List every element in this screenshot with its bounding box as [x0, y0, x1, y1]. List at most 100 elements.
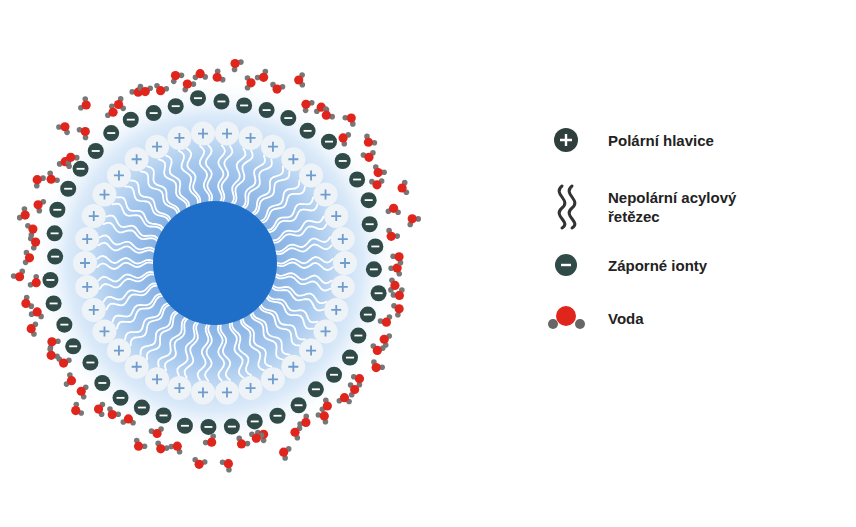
oxygen-atom [25, 253, 34, 262]
plus-sign [114, 170, 124, 180]
oxygen-atom [355, 374, 364, 383]
minus-sign [251, 421, 259, 423]
water-molecule [236, 436, 250, 449]
polar-head [331, 275, 355, 299]
acyl-tail [275, 262, 333, 270]
oxygen-atom [252, 434, 261, 443]
acyl-tail [260, 303, 305, 340]
acyl-tail [97, 256, 155, 264]
oxygen-atom [108, 108, 117, 117]
negative-ion [291, 397, 307, 413]
water-molecule [364, 134, 377, 147]
acyl-tail [113, 294, 164, 322]
oxygen-atom [67, 376, 76, 385]
oxygen-atom [141, 87, 150, 96]
oxygen-atom [347, 114, 356, 123]
acyl-tail [266, 296, 314, 329]
oxygen-atom [395, 304, 404, 313]
water-molecule [134, 438, 147, 451]
polar-head [145, 135, 169, 159]
water-molecule [121, 414, 136, 425]
negative-ion [47, 249, 63, 265]
negative-ion [134, 400, 150, 416]
water-molecule [77, 127, 90, 140]
minus-sign [325, 141, 333, 143]
negative-ion [49, 202, 65, 218]
negative-ion [270, 408, 286, 424]
minus-sign [339, 160, 347, 162]
minus-sign [46, 279, 54, 281]
plus-sign [80, 258, 90, 268]
water-molecule [155, 441, 169, 454]
negative-ion [190, 90, 206, 106]
polar-head [239, 126, 263, 150]
oxygen-atom [21, 299, 30, 308]
minus-sign [127, 119, 135, 121]
legend-ion-text: Záporné ionty [608, 256, 778, 275]
water-molecule [138, 85, 153, 96]
water-molecule [398, 180, 410, 195]
minus-sign [304, 130, 312, 132]
water-molecule [192, 457, 207, 469]
polar-head [331, 227, 355, 251]
oxygen-atom [398, 183, 407, 192]
minus-sign [375, 292, 383, 294]
minus-sign [107, 132, 115, 134]
acyl-tail [159, 159, 188, 210]
minus-sign [354, 335, 362, 337]
legend-tail-text: Nepolární acylový řetězec [608, 188, 778, 226]
plus-sign [152, 142, 162, 152]
negative-ion [247, 413, 263, 429]
acyl-tail [98, 272, 156, 282]
oxygen-atom [32, 278, 41, 287]
oxygen-atom [294, 75, 303, 84]
water-molecule [342, 114, 355, 127]
acyl-tail [206, 145, 213, 203]
water-molecule [371, 343, 386, 355]
plus-sign [82, 282, 92, 292]
water-molecule [255, 69, 268, 82]
polar-head [314, 183, 338, 207]
polar-head [261, 135, 285, 159]
water-molecule [391, 287, 405, 300]
water-molecule [29, 307, 44, 319]
plus-sign [89, 211, 99, 221]
polar-head [167, 126, 191, 150]
minus-sign [51, 256, 59, 258]
water-molecule [388, 264, 402, 277]
micelle-core [153, 201, 277, 325]
plus-sign [340, 258, 350, 268]
negative-ion [177, 418, 193, 434]
negative-ion [371, 285, 387, 301]
water-molecule [301, 100, 314, 113]
minus-sign [364, 314, 372, 316]
oxygen-atom [156, 86, 165, 95]
oxygen-atom [47, 337, 56, 346]
water-molecule [290, 425, 302, 440]
water-molecule [47, 171, 60, 184]
negative-ion [361, 192, 377, 208]
oxygen-atom [21, 210, 30, 219]
negative-ion [360, 307, 376, 323]
negative-ion [123, 112, 139, 128]
acyl-tail [250, 166, 283, 214]
plus-sign [132, 154, 142, 164]
negative-ion [47, 225, 63, 241]
plus-sign [306, 170, 316, 180]
minus-sign [69, 345, 77, 347]
polar-head [299, 339, 323, 363]
polar-head [167, 376, 191, 400]
polar-head [82, 204, 106, 228]
negative-ion [168, 98, 184, 114]
negative-ion [46, 295, 62, 311]
minus-sign [263, 109, 271, 111]
oxygen-atom [156, 444, 165, 453]
negative-ion [60, 181, 76, 197]
oxygen-atom [77, 387, 86, 396]
oxygen-atom [71, 406, 80, 415]
plus-sign [288, 154, 298, 164]
negative-ion [42, 272, 58, 288]
acyl-tail [100, 274, 156, 288]
minus-sign [60, 324, 68, 326]
minus-sign [228, 426, 236, 428]
